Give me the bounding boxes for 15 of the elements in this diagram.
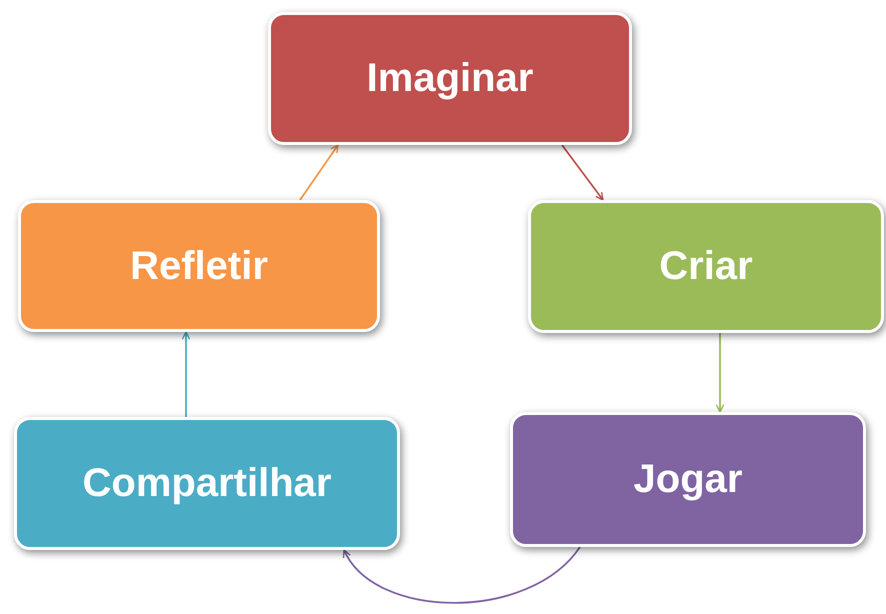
- arrow: [716, 333, 724, 413]
- arrow: [561, 144, 604, 201]
- arrow: [299, 144, 339, 201]
- arrow: [343, 546, 581, 604]
- step-label: Criar: [659, 244, 753, 289]
- step-label: Compartilhar: [82, 461, 332, 506]
- step-box: [510, 412, 866, 547]
- step-box: [18, 200, 380, 332]
- step-label: Refletir: [130, 244, 268, 288]
- step-box: [528, 200, 884, 333]
- step-box: [14, 417, 400, 550]
- step-label: Jogar: [634, 457, 742, 502]
- step-label: Imaginar: [366, 56, 534, 101]
- arrow: [182, 331, 190, 417]
- step-box: [268, 12, 632, 145]
